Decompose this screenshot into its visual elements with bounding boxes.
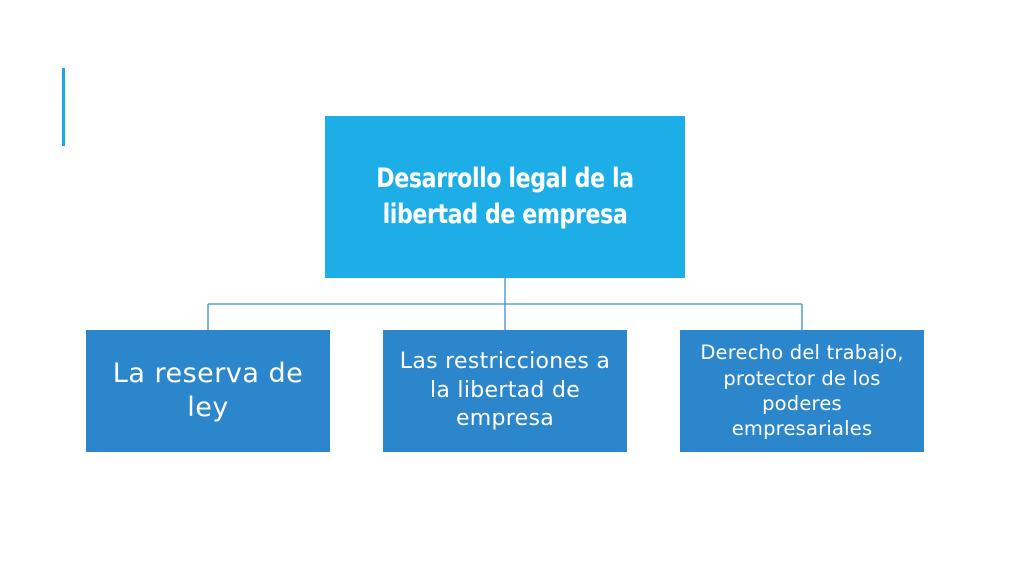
- root-node-label: Desarrollo legal de la libertad de empre…: [376, 162, 634, 230]
- child-node-label: La reserva de ley: [112, 358, 304, 423]
- root-node: Desarrollo legal de la libertad de empre…: [325, 116, 685, 278]
- child-node-restricciones: Las restricciones a la libertad de empre…: [383, 330, 627, 452]
- child-node-derecho-del-trabajo: Derecho del trabajo, protector de los po…: [680, 330, 924, 452]
- child-node-label: Las restricciones a la libertad de empre…: [399, 349, 611, 432]
- child-node-label: Derecho del trabajo, protector de los po…: [700, 341, 904, 441]
- child-node-reserva-de-ley: La reserva de ley: [86, 330, 330, 452]
- accent-bar: [62, 68, 65, 146]
